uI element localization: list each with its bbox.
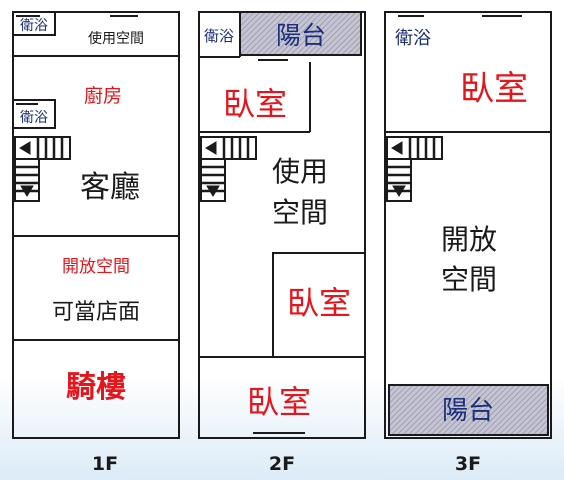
floor-1f [12, 11, 180, 439]
room-label-bath-1f: 衛浴 [20, 18, 48, 34]
stairs-2f [200, 136, 257, 202]
room-label-bath2-1f: 衛浴 [20, 110, 48, 126]
door-dots [110, 15, 138, 17]
stairs-arrow-down [206, 185, 220, 197]
room-label-open-1f: 開放空間 [62, 257, 130, 277]
room-label-bed-3f: 臥室 [460, 69, 528, 109]
room-label-shop-1f: 可當店面 [52, 300, 140, 325]
room-label-balcony-3f: 陽台 [442, 396, 494, 426]
floor-3f-outline [384, 11, 552, 439]
door-dots [398, 15, 424, 17]
room-label-living-1f: 客廳 [80, 170, 140, 205]
room-label-arcade-1f: 騎樓 [66, 370, 126, 405]
floor-label-2f: 2F [269, 453, 295, 475]
room-label-spare-1f: 使用空間 [88, 30, 144, 47]
room-label-bed2-2f: 臥室 [287, 284, 351, 322]
balcony-3f-box [388, 384, 549, 436]
door-dots [482, 15, 522, 17]
dots [253, 59, 305, 434]
room-label-kitchen-1f: 廚房 [84, 84, 122, 107]
room-label-bed1-2f: 臥室 [223, 85, 287, 123]
door-dots [258, 59, 288, 61]
room-label-use2-2f: 空間 [272, 196, 328, 229]
floor-2f [198, 11, 366, 439]
door-dots [253, 432, 305, 434]
stairs-1f [14, 136, 71, 202]
floor-label-3f: 3F [455, 453, 481, 475]
stairs-arrow-left [19, 141, 31, 155]
wall [272, 252, 365, 357]
room-label-open2-3f: 空間 [441, 263, 497, 296]
room-label-bed3-2f: 臥室 [247, 383, 311, 421]
stairs-arrow-down [20, 185, 34, 197]
floor-3f [384, 11, 552, 439]
dots [16, 15, 138, 105]
stairs-arrow-left [205, 141, 217, 155]
floor-label-1f: 1F [92, 453, 118, 475]
room-label-bath-2f: 衛浴 [204, 27, 234, 45]
balcony-2f-box [239, 11, 362, 56]
dots [398, 15, 522, 17]
bath2-1f-box [12, 99, 56, 129]
room-label-balcony-2f: 陽台 [276, 21, 326, 50]
floor-1f-outline [12, 11, 180, 439]
room-label-bath-3f: 衛浴 [395, 28, 431, 49]
stairs-arrow-down [392, 185, 406, 197]
room-label-use1-2f: 使用 [272, 155, 328, 188]
room-label-open1-3f: 開放 [441, 223, 497, 256]
door-dots [16, 15, 40, 17]
stairs-3f [386, 136, 443, 202]
door-dots [16, 103, 38, 105]
stairs-arrow-left [391, 141, 403, 155]
